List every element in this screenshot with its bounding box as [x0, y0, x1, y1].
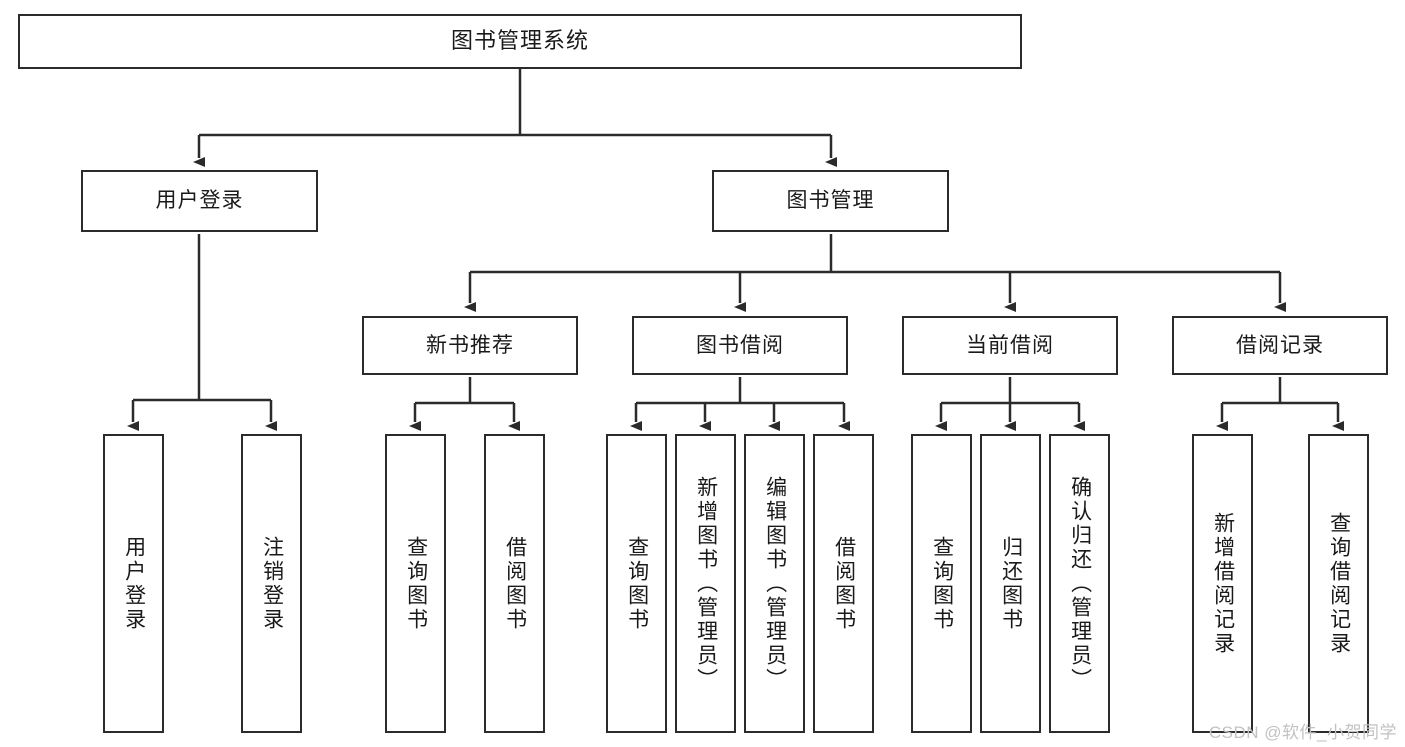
watermark-csdn: CSDN @软件_小贺同学	[1208, 723, 1397, 742]
node-label: 图书管理	[786, 189, 875, 213]
node-leaf-return-book[interactable]: 归还图书	[980, 434, 1041, 733]
node-user-login[interactable]: 用户登录	[81, 170, 318, 232]
node-label: 当前借阅	[966, 333, 1054, 357]
node-label: 查询图书	[404, 535, 428, 632]
node-label: 新增借阅记录	[1211, 511, 1235, 656]
node-borrowing-record[interactable]: 借阅记录	[1172, 316, 1388, 375]
node-leaf-edit-book-admin[interactable]: 编辑图书（管理员）	[744, 434, 805, 733]
node-label: 借阅图书	[832, 535, 856, 632]
node-label: 用户登录	[122, 535, 146, 632]
node-label: 图书借阅	[696, 333, 784, 357]
node-label: 借阅图书	[503, 535, 527, 632]
node-label: 确认归还（管理员）	[1068, 475, 1092, 692]
node-label: 新书推荐	[426, 333, 514, 357]
node-label: 用户登录	[155, 189, 244, 213]
node-leaf-logout[interactable]: 注销登录	[241, 434, 302, 733]
node-label: 注销登录	[260, 535, 284, 632]
node-current-borrowing[interactable]: 当前借阅	[902, 316, 1118, 375]
node-label: 归还图书	[999, 535, 1023, 632]
node-label: 查询图书	[625, 535, 649, 632]
node-book-management[interactable]: 图书管理	[712, 170, 949, 232]
node-leaf-query-borrow-record[interactable]: 查询借阅记录	[1308, 434, 1369, 733]
node-label: 借阅记录	[1236, 333, 1324, 357]
node-book-borrowing[interactable]: 图书借阅	[632, 316, 848, 375]
node-label: 图书管理系统	[450, 28, 589, 54]
node-leaf-add-book-admin[interactable]: 新增图书（管理员）	[675, 434, 736, 733]
node-leaf-query-book-borrow[interactable]: 查询图书	[606, 434, 667, 733]
node-leaf-borrow-book-recommend[interactable]: 借阅图书	[484, 434, 545, 733]
node-leaf-query-book-recommend[interactable]: 查询图书	[385, 434, 446, 733]
node-leaf-confirm-return-admin[interactable]: 确认归还（管理员）	[1049, 434, 1110, 733]
node-label: 新增图书（管理员）	[694, 475, 718, 692]
node-root-book-management-system[interactable]: 图书管理系统	[18, 14, 1022, 69]
node-new-book-recommendation[interactable]: 新书推荐	[362, 316, 578, 375]
node-leaf-user-login[interactable]: 用户登录	[103, 434, 164, 733]
node-label: 编辑图书（管理员）	[763, 475, 787, 692]
node-leaf-borrow-book[interactable]: 借阅图书	[813, 434, 874, 733]
node-leaf-query-book-current[interactable]: 查询图书	[911, 434, 972, 733]
node-leaf-add-borrow-record[interactable]: 新增借阅记录	[1192, 434, 1253, 733]
node-label: 查询图书	[930, 535, 954, 632]
node-label: 查询借阅记录	[1327, 511, 1351, 656]
